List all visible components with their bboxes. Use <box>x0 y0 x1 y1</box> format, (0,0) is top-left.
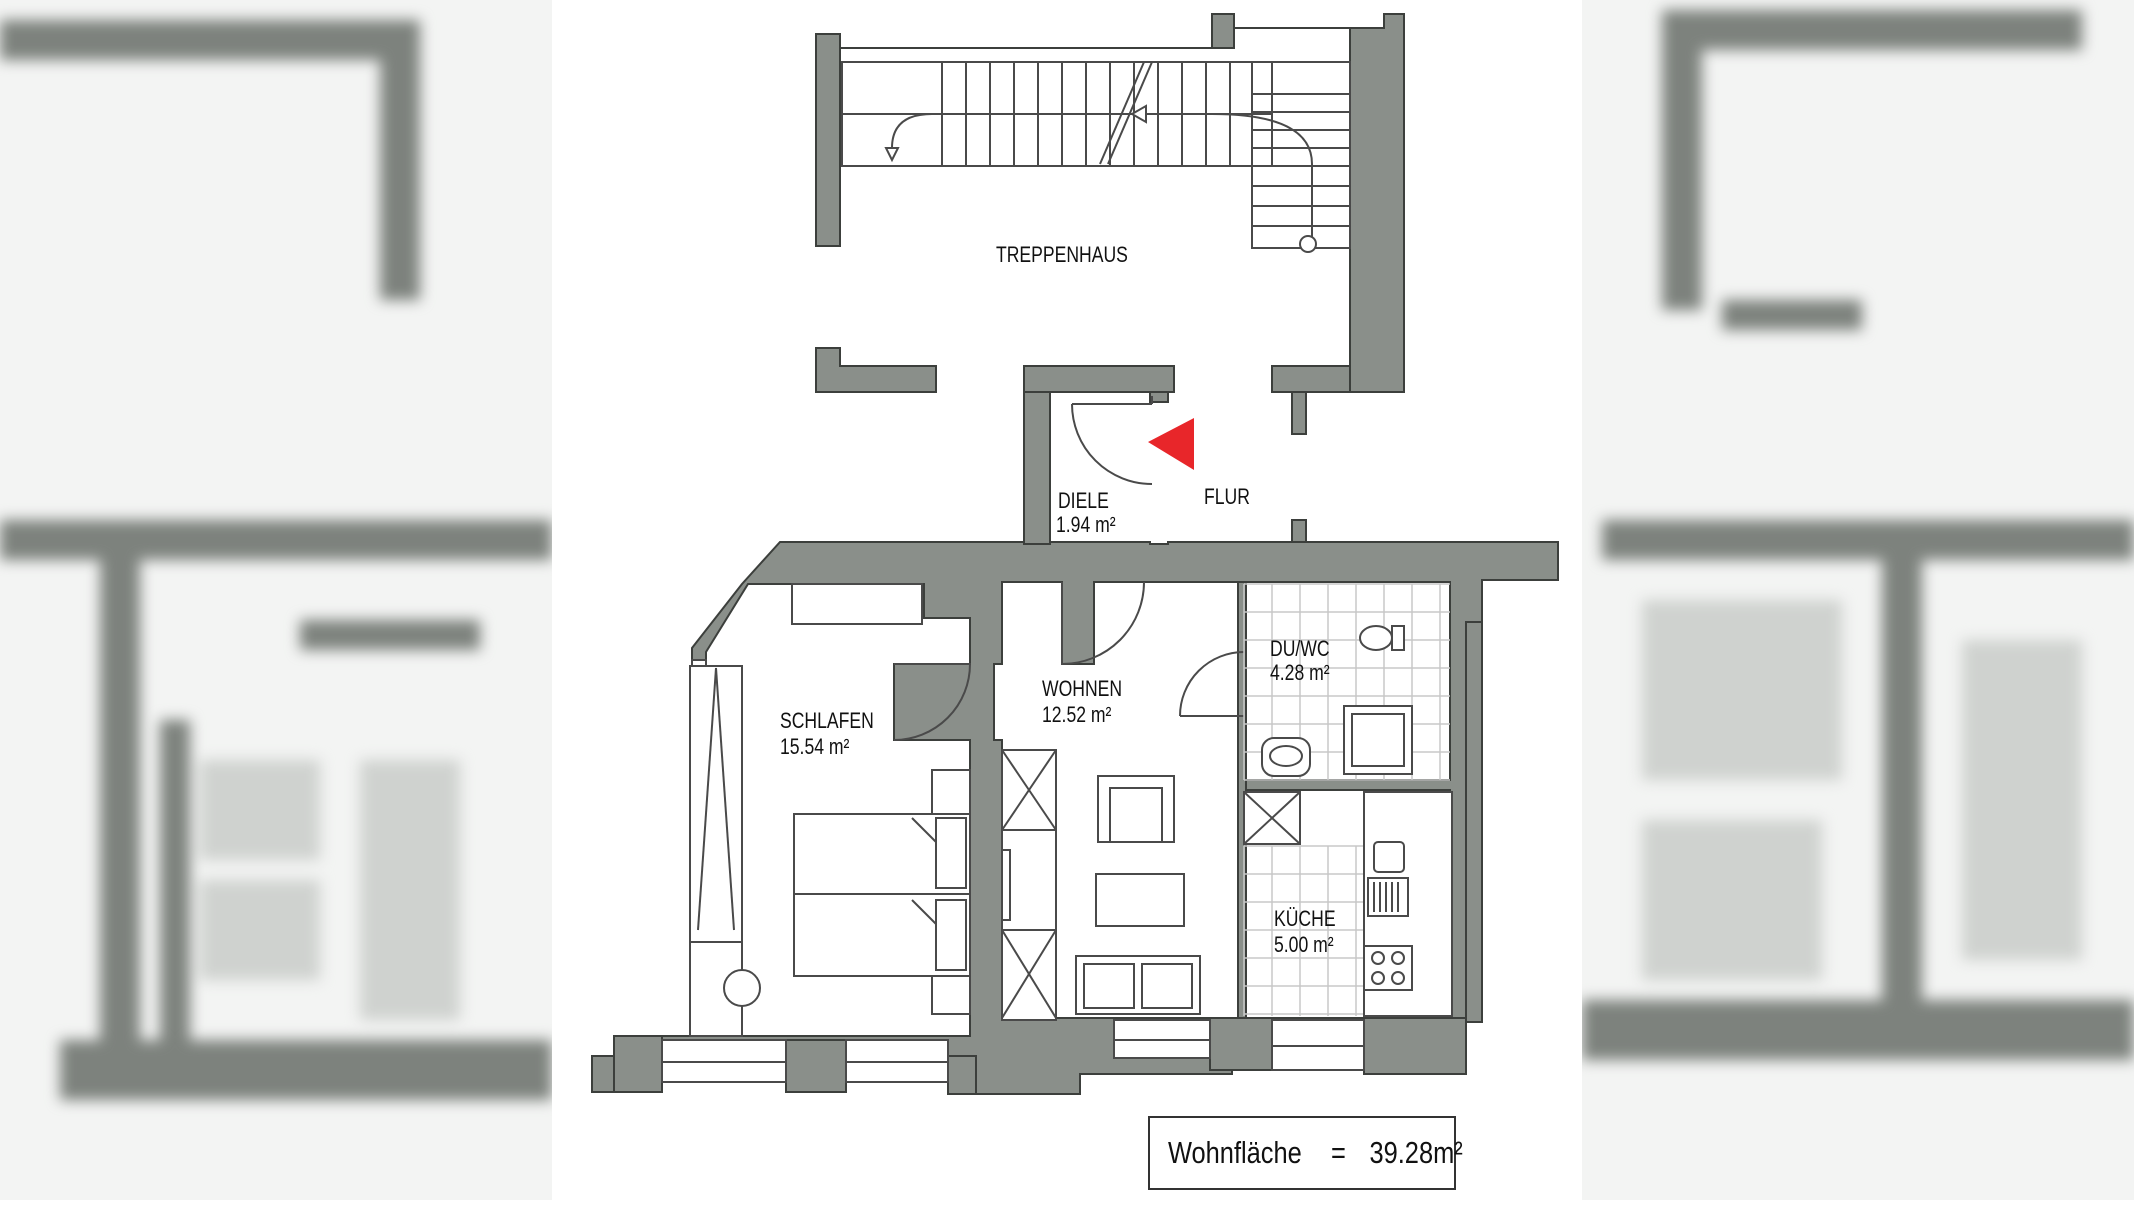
label-treppenhaus: TREPPENHAUS <box>996 243 1128 267</box>
entrance-marker-icon <box>1148 418 1194 470</box>
table-icon <box>1095 873 1185 927</box>
kitchen-fixtures <box>1243 791 1453 1017</box>
stove-icon <box>1363 945 1413 991</box>
area-wohnen: 12.52 m² <box>1042 703 1112 727</box>
label-flur: FLUR <box>1204 485 1250 509</box>
area-kueche: 5.00 m² <box>1274 933 1334 957</box>
toilet-icon <box>1359 625 1393 651</box>
area-diele: 1.94 m² <box>1056 513 1116 537</box>
blurred-background-right <box>1582 0 2134 1200</box>
bathroom-fixtures <box>1261 625 1413 777</box>
sink-icon <box>1373 841 1405 873</box>
living-area-value: 39.28m² <box>1369 1135 1463 1170</box>
area-schlafen: 15.54 m² <box>780 735 850 759</box>
floor-plan: TREPPENHAUS FLUR DIELE 1.94 m² WOHNEN 12… <box>552 0 1582 1200</box>
living-area-summary: Wohnfläche = 39.28m² <box>1148 1116 1463 1190</box>
wardrobe-icon <box>689 665 743 943</box>
label-wohnen: WOHNEN <box>1042 677 1122 701</box>
blurred-background-left <box>0 0 552 1200</box>
stairwell-walls <box>815 13 1405 547</box>
living-area-equals: = <box>1331 1135 1347 1170</box>
label-diele: DIELE <box>1058 489 1109 513</box>
staircase <box>841 61 1351 253</box>
label-kueche: KÜCHE <box>1274 907 1336 931</box>
label-du-wc: DU/WC <box>1270 637 1330 661</box>
kitchen-tiles <box>1243 845 1364 1016</box>
area-du-wc: 4.28 m² <box>1270 661 1330 685</box>
living-area-label: Wohnfläche <box>1168 1135 1302 1170</box>
doors <box>893 396 1245 741</box>
living-furniture <box>1001 749 1201 1021</box>
label-schlafen: SCHLAFEN <box>780 709 874 733</box>
lamp-icon <box>723 969 761 1007</box>
bedroom-furniture <box>689 665 971 1037</box>
